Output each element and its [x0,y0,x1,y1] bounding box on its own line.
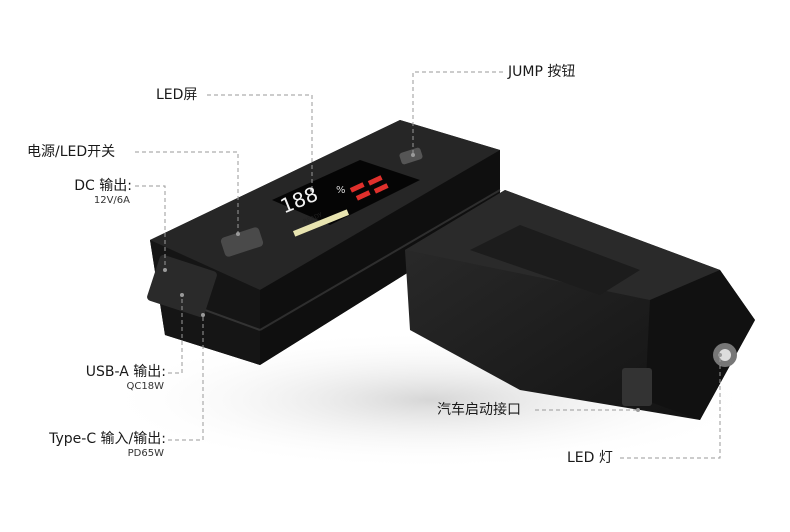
label-type-c-spec: PD65W [127,448,164,459]
label-led-light: LED 灯 [567,450,613,466]
label-jump-button: JUMP 按钮 [508,64,576,80]
display-percent: % [336,185,346,196]
label-power-switch: 电源/LED开关 [27,144,116,160]
label-type-c: Type-C 输入/输出: [49,431,166,447]
power-bank-front-unit [147,120,501,365]
leader-lines [135,71,721,459]
label-usb-a-output: USB-A 输出: [85,364,166,380]
label-car-start-port: 汽车启动接口 [437,402,521,418]
jump-button [399,147,423,165]
car-start-port [622,368,652,406]
label-dc-output: DC 输出: [74,178,132,194]
label-led-screen: LED屏 [156,87,198,103]
label-dc-output-spec: 12V/6A [93,195,130,206]
power-bank-rear-unit [405,190,755,420]
label-usb-a-spec: QC18W [126,381,164,392]
led-screen [272,160,420,225]
power-switch-button [220,227,264,257]
